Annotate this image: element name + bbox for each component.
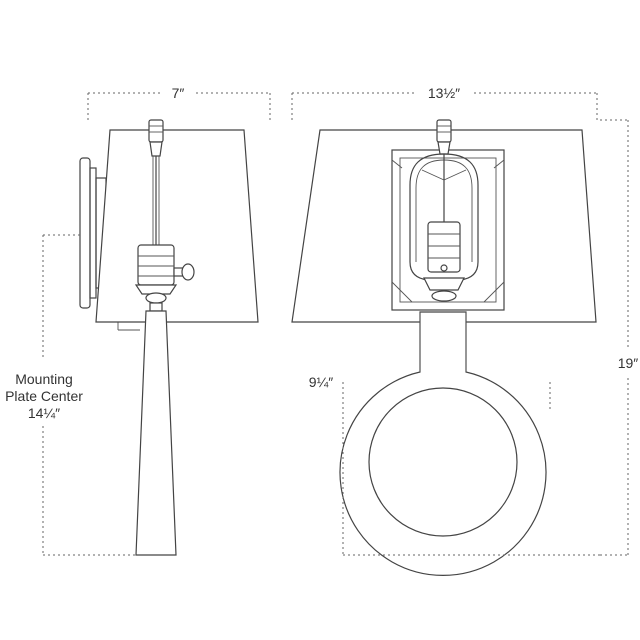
side-socket <box>134 244 195 312</box>
mounting-label-line1: Mounting <box>15 371 73 387</box>
overall-height-dimension: 19″ <box>600 119 639 556</box>
mounting-label-line2: Plate Center <box>5 388 83 404</box>
side-width-label: 7″ <box>172 85 185 101</box>
side-shade <box>95 129 259 323</box>
ring-height-label: 9¼″ <box>309 374 333 390</box>
side-view: 7″ <box>79 85 271 556</box>
front-finial <box>436 119 452 155</box>
front-harp <box>409 153 479 281</box>
mounting-plate-dimension: Mounting Plate Center 14¼″ <box>5 234 136 556</box>
front-width-label: 13½″ <box>428 85 460 101</box>
side-finial <box>148 119 164 157</box>
front-socket <box>423 221 465 302</box>
ring-height-dimension: 9¼″ <box>309 374 600 556</box>
side-column <box>135 310 177 556</box>
front-ring <box>339 311 547 576</box>
front-width-dimension: 13½″ <box>291 85 598 120</box>
side-width-dimension: 7″ <box>87 85 271 120</box>
front-view: 13½″ 19″ <box>291 85 639 576</box>
overall-height-label: 19″ <box>618 355 639 371</box>
mounting-value: 14¼″ <box>28 405 60 421</box>
